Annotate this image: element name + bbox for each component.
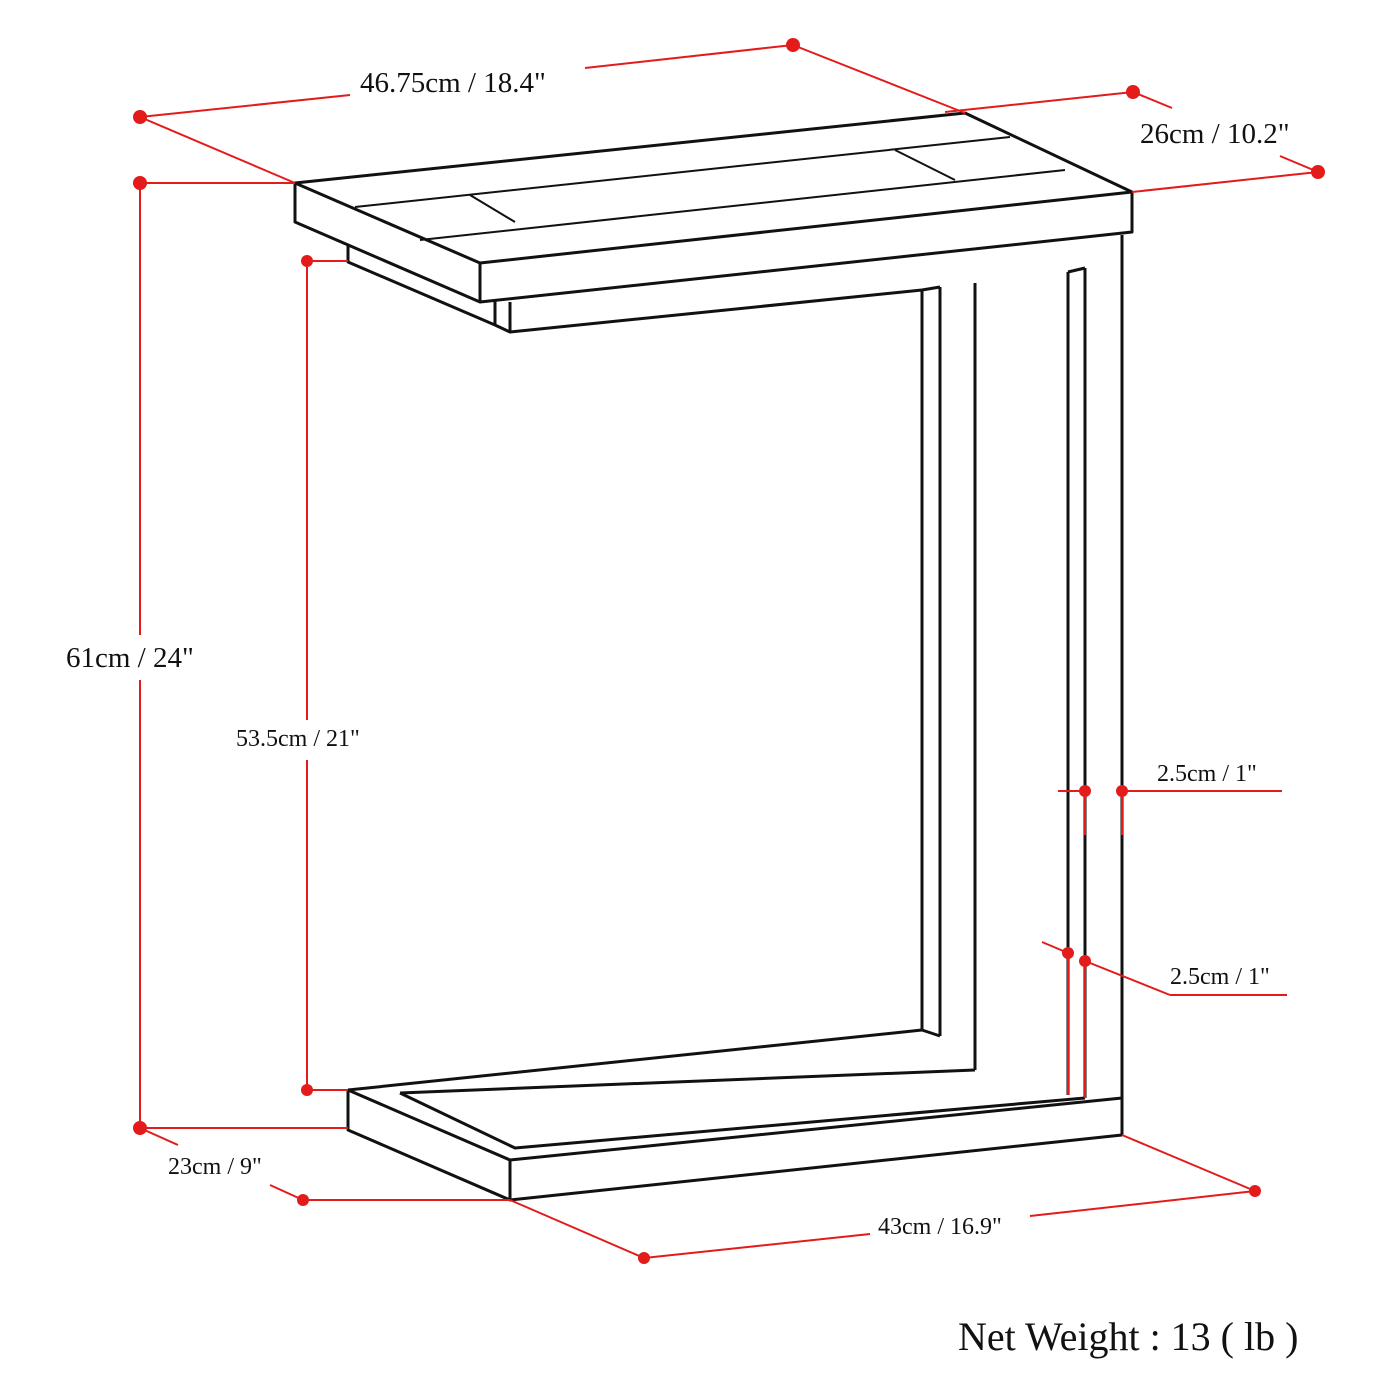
net-weight-label: Net Weight : 13 ( lb ) bbox=[958, 1314, 1298, 1359]
dimension-dots bbox=[133, 38, 1325, 1264]
table-outline bbox=[293, 111, 1134, 1202]
upright-thickness-label: 2.5cm / 1" bbox=[1157, 761, 1257, 787]
depth-label: 26cm / 10.2" bbox=[1140, 118, 1290, 150]
base-thickness-label: 2.5cm / 1" bbox=[1170, 964, 1270, 990]
total-height-label: 61cm / 24" bbox=[66, 642, 194, 674]
width-label: 46.75cm / 18.4" bbox=[360, 67, 546, 99]
dimension-lines bbox=[139, 44, 1319, 1259]
base-width-label: 43cm / 16.9" bbox=[878, 1214, 1002, 1240]
clearance-height-label: 53.5cm / 21" bbox=[236, 726, 360, 752]
base-depth-label: 23cm / 9" bbox=[168, 1154, 262, 1180]
